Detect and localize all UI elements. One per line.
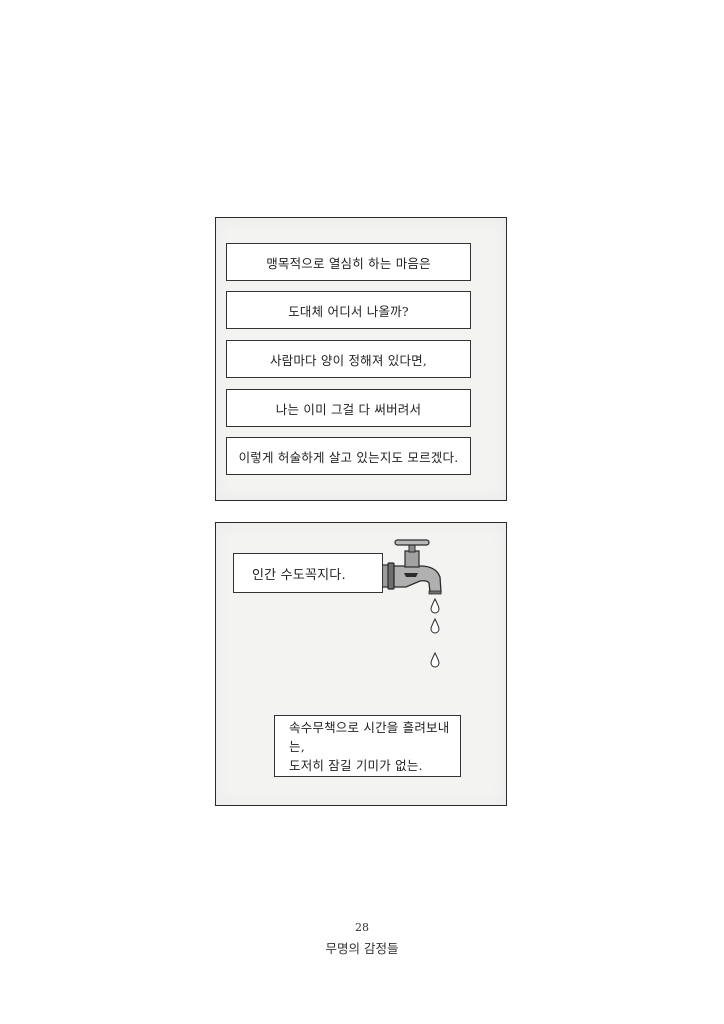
caption-box: 속수무책으로 시간을 흘려보내는, 도저히 잠길 기미가 없는.: [274, 715, 461, 777]
caption-box: 맹목적으로 열심히 하는 마음은: [226, 243, 471, 281]
caption-box: 도대체 어디서 나올까?: [226, 291, 471, 329]
comic-panel-2: 인간 수도꼭지다. 속수무책으로 시간을 흘려보내는, 도저히 잠길 기미가 없…: [215, 522, 507, 806]
comic-panel-1: 맹목적으로 열심히 하는 마음은 도대체 어디서 나올까? 사람마다 양이 정해…: [215, 217, 507, 501]
caption-box: 나는 이미 그걸 다 써버려서: [226, 389, 471, 427]
caption-text: 나는 이미 그걸 다 써버려서: [275, 401, 422, 417]
caption-text: 속수무책으로 시간을 흘려보내는,: [289, 719, 450, 754]
caption-text: 이렇게 허술하게 살고 있는지도 모르겠다.: [238, 449, 459, 465]
caption-text: 인간 수도꼭지다.: [252, 567, 346, 583]
caption-box: 인간 수도꼭지다.: [233, 553, 383, 593]
book-title: 무명의 감정들: [325, 941, 399, 956]
caption-text: 맹목적으로 열심히 하는 마음은: [266, 255, 431, 271]
caption-text: 도저히 잠길 기미가 없는.: [289, 757, 423, 773]
caption-text: 사람마다 양이 정해져 있다면,: [269, 352, 428, 368]
page-number: 28: [355, 921, 369, 934]
caption-text: 도대체 어디서 나올까?: [288, 303, 409, 319]
caption-box: 사람마다 양이 정해져 있다면,: [226, 340, 471, 378]
water-faucet-icon: [378, 539, 442, 668]
caption-box: 이렇게 허술하게 살고 있는지도 모르겠다.: [226, 437, 471, 475]
